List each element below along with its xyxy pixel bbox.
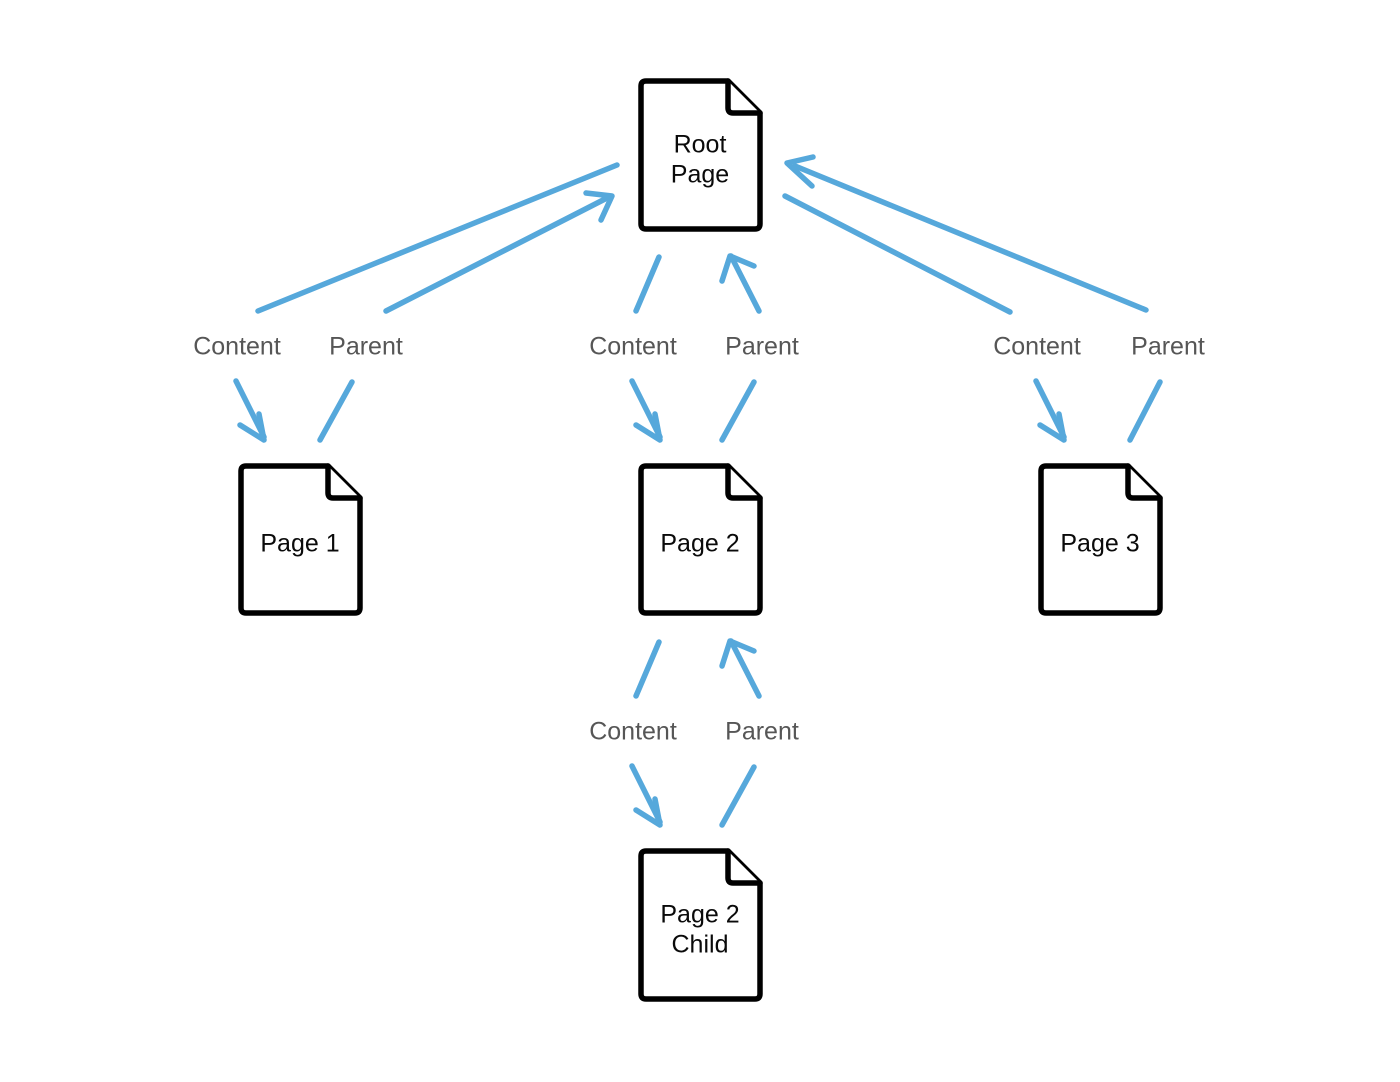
- node-page-3[interactable]: Page 3: [1038, 463, 1163, 616]
- node-label-page-3-line1: Page 3: [1060, 530, 1139, 558]
- edge-page2-content-child: [629, 639, 663, 828]
- edge-line-segment: [317, 379, 355, 443]
- node-label-page-1-line1: Page 1: [260, 530, 339, 558]
- node-page-2[interactable]: Page 2: [638, 463, 763, 616]
- edge-line-segment: [633, 254, 662, 314]
- edge-page3-parent-root: [784, 154, 1163, 443]
- arrowhead-icon: [583, 190, 615, 223]
- edge-label-mid-parent: Parent: [725, 333, 799, 361]
- edge-label-mid-content: Content: [589, 333, 677, 361]
- edge-root-content-page3: [782, 193, 1067, 443]
- edge-root-content-page1: [233, 162, 620, 443]
- edge-line-segment: [719, 764, 757, 828]
- edge-page1-parent-root: [317, 190, 615, 443]
- edge-line-segment: [728, 638, 762, 699]
- edge-line-segment: [255, 162, 620, 314]
- edge-line-segment: [782, 193, 1013, 315]
- edge-line-segment: [719, 379, 757, 443]
- document-fold-icon: [725, 78, 763, 116]
- node-label-page-2-child-line2: Child: [672, 931, 729, 959]
- arrowhead-icon: [237, 411, 267, 443]
- document-icon: [638, 463, 763, 616]
- arrowhead-icon: [784, 154, 816, 189]
- node-label-root-page-line1: Root: [674, 131, 727, 159]
- edge-label-lower-content: Content: [589, 718, 677, 746]
- node-page-2-child[interactable]: Page 2 Child: [638, 848, 763, 1002]
- edge-line-segment: [728, 253, 762, 314]
- edge-line-segment: [1127, 379, 1163, 443]
- document-icon: [638, 848, 763, 1002]
- arrowhead-icon: [633, 411, 663, 443]
- node-label-root-page-line2: Page: [671, 161, 729, 189]
- edge-root-content-page2: [629, 254, 663, 443]
- node-label-page-2-line1: Page 2: [660, 530, 739, 558]
- edge-label-right-parent: Parent: [1131, 333, 1205, 361]
- edge-label-left-content: Content: [193, 333, 281, 361]
- node-root-page[interactable]: Root Page: [638, 78, 763, 232]
- node-page-1[interactable]: Page 1: [238, 463, 363, 616]
- document-fold-icon: [325, 463, 363, 501]
- edge-page2-parent-root: [719, 253, 762, 443]
- document-icon: [638, 78, 763, 232]
- edge-line-segment: [633, 639, 662, 699]
- document-fold-icon: [1125, 463, 1163, 501]
- edge-child-parent-page2: [719, 638, 762, 828]
- edge-label-left-parent: Parent: [329, 333, 403, 361]
- node-label-page-2-child-line1: Page 2: [660, 901, 739, 929]
- edge-label-right-content: Content: [993, 333, 1081, 361]
- edge-label-lower-parent: Parent: [725, 718, 799, 746]
- document-fold-icon: [725, 463, 763, 501]
- document-icon: [238, 463, 363, 616]
- arrowhead-icon: [719, 253, 757, 284]
- arrowhead-icon: [1037, 411, 1067, 443]
- edge-line-segment: [792, 163, 1149, 313]
- edge-line-segment: [383, 195, 610, 314]
- document-fold-icon: [725, 848, 763, 886]
- document-icon: [1038, 463, 1163, 616]
- arrowhead-icon: [633, 796, 663, 828]
- arrowhead-icon: [719, 638, 757, 669]
